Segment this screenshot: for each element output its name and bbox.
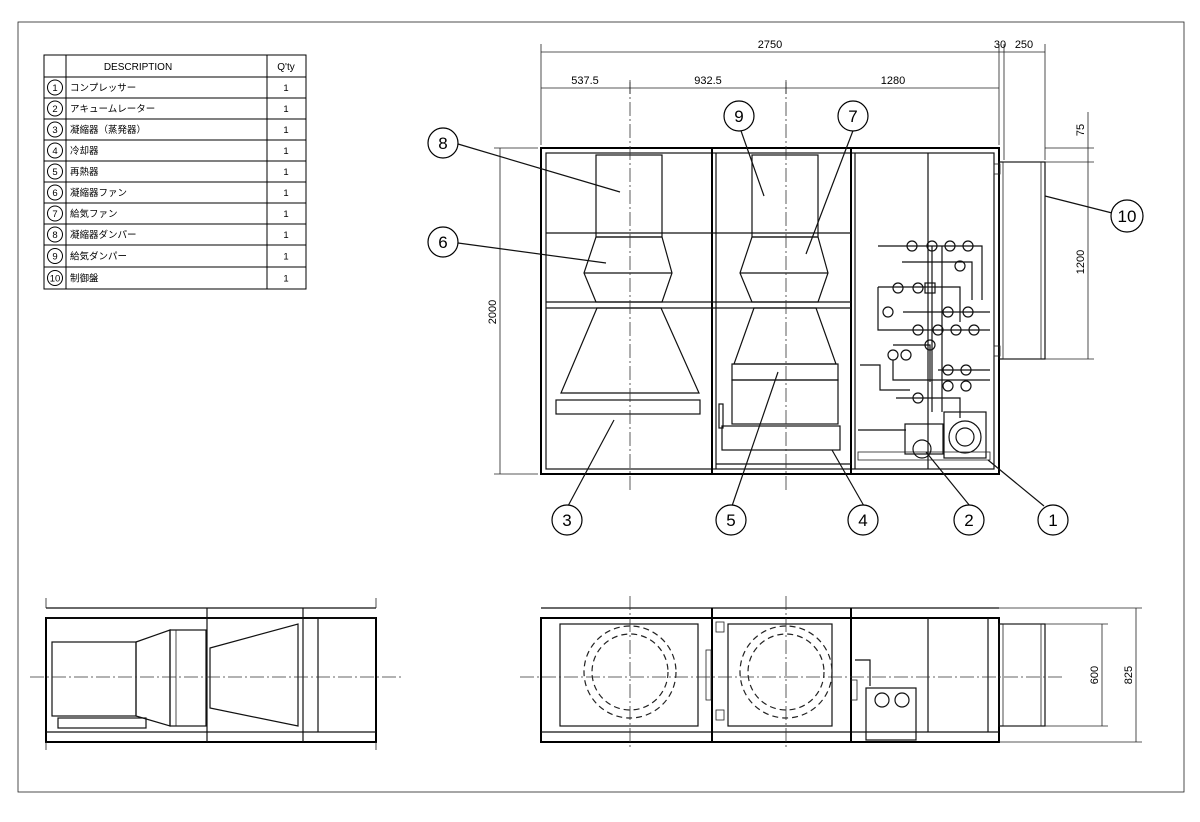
balloon-7: 7 <box>837 100 869 132</box>
balloon-1: 1 <box>1037 504 1069 536</box>
svg-text:2: 2 <box>964 511 973 530</box>
parts-table: DESCRIPTION Q'ty <box>43 54 307 290</box>
svg-text:3: 3 <box>562 511 571 530</box>
row-number-circle <box>47 205 63 222</box>
table-row: 9 給気ダンパー 1 <box>47 248 289 264</box>
svg-text:1: 1 <box>1048 511 1057 530</box>
table-row: 7 給気ファン 1 <box>47 205 289 222</box>
row-number-circle <box>47 270 63 286</box>
row-qty: 1 <box>283 146 288 157</box>
row-number-circle <box>47 100 63 117</box>
row-number: 7 <box>52 209 57 220</box>
svg-text:6: 6 <box>438 233 447 252</box>
svg-text:8: 8 <box>438 134 447 153</box>
row-qty: 1 <box>283 125 288 136</box>
row-description: 凝縮器ファン <box>70 187 127 199</box>
row-qty: 1 <box>283 274 288 285</box>
table-row: 2 アキュームレーター 1 <box>47 100 289 117</box>
table-row: 8 凝縮器ダンパー 1 <box>47 226 289 243</box>
table-row: 6 凝縮器ファン 1 <box>47 184 289 201</box>
row-description: 凝縮器ダンパー <box>70 229 137 241</box>
svg-text:4: 4 <box>858 511 867 530</box>
row-qty: 1 <box>283 188 288 199</box>
svg-text:5: 5 <box>726 511 735 530</box>
dim-panel-height: 1200 <box>1075 250 1087 274</box>
row-number: 4 <box>52 146 57 157</box>
row-description: 凝縮器（蒸発器） <box>70 124 146 136</box>
row-number-circle <box>47 142 63 159</box>
parts-table-rows: 1 コンプレッサー 1 2 アキュームレーター 1 3 凝縮器（蒸発器） 1 4 冷却器 1 5 再熱器 1… <box>47 79 289 286</box>
row-number-circle <box>47 184 63 201</box>
dim-overall-width: 2750 <box>758 39 782 51</box>
balloon-5: 5 <box>715 504 747 536</box>
front-view: 600 825 <box>520 596 1142 748</box>
row-description: 冷却器 <box>70 145 99 157</box>
row-number-circle <box>47 121 63 138</box>
table-row: 3 凝縮器（蒸発器） 1 <box>47 121 289 138</box>
balloon-10: 10 <box>1110 199 1144 233</box>
row-number: 2 <box>52 104 57 115</box>
row-description: 給気ダンパー <box>70 251 127 263</box>
side-view <box>30 598 404 750</box>
row-number: 10 <box>50 274 61 285</box>
row-number: 8 <box>52 230 57 241</box>
row-number: 9 <box>52 252 57 263</box>
table-row: 5 再熱器 1 <box>47 163 289 180</box>
row-number-circle <box>47 79 63 96</box>
plan-view <box>540 80 1046 492</box>
table-row: 1 コンプレッサー 1 <box>47 79 289 96</box>
row-number-circle <box>47 226 63 243</box>
table-row: 4 冷却器 1 <box>47 142 289 159</box>
row-description: アキュームレーター <box>70 104 155 115</box>
balloon-2: 2 <box>953 504 985 536</box>
svg-text:7: 7 <box>848 107 857 126</box>
row-qty: 1 <box>283 230 288 241</box>
balloon-8: 8 <box>427 127 459 159</box>
dim-height: 2000 <box>487 300 499 324</box>
dim-panel-offset: 75 <box>1075 124 1087 136</box>
row-qty: 1 <box>283 167 288 178</box>
dim-seg1: 537.5 <box>571 75 599 87</box>
balloon-4: 4 <box>847 504 879 536</box>
row-qty: 1 <box>283 83 288 94</box>
table-header-description: DESCRIPTION <box>104 62 172 73</box>
row-number: 3 <box>52 125 57 136</box>
dim-panel-depth: 250 <box>1015 39 1033 51</box>
plan-dimensions: 2750 30 250 537.5 932.5 1280 2000 75 120… <box>487 39 1094 475</box>
dim-seg3: 1280 <box>881 75 905 87</box>
row-description: コンプレッサー <box>70 83 136 94</box>
row-description: 給気ファン <box>70 208 118 220</box>
dim-seg2: 932.5 <box>694 75 722 87</box>
dim-bottom-panel: 600 <box>1089 666 1101 684</box>
row-number-circle <box>47 248 63 264</box>
table-header-qty: Q'ty <box>277 62 294 73</box>
row-number: 1 <box>52 83 57 94</box>
balloon-9: 9 <box>723 100 755 132</box>
balloon-6: 6 <box>427 226 459 258</box>
sheet-border <box>17 21 1185 793</box>
row-number: 6 <box>52 188 57 199</box>
row-number-circle <box>47 163 63 180</box>
svg-text:10: 10 <box>1118 207 1137 226</box>
balloon-leaders <box>457 127 1117 507</box>
dim-bottom-total: 825 <box>1123 666 1135 684</box>
row-qty: 1 <box>283 209 288 220</box>
row-qty: 1 <box>283 252 288 263</box>
row-description: 制御盤 <box>70 273 99 285</box>
dim-gap: 30 <box>994 39 1006 51</box>
svg-text:9: 9 <box>734 107 743 126</box>
row-qty: 1 <box>283 104 288 115</box>
table-row: 10 制御盤 1 <box>47 270 289 286</box>
row-number: 5 <box>52 167 57 178</box>
balloon-3: 3 <box>551 504 583 536</box>
row-description: 再熱器 <box>70 166 99 178</box>
